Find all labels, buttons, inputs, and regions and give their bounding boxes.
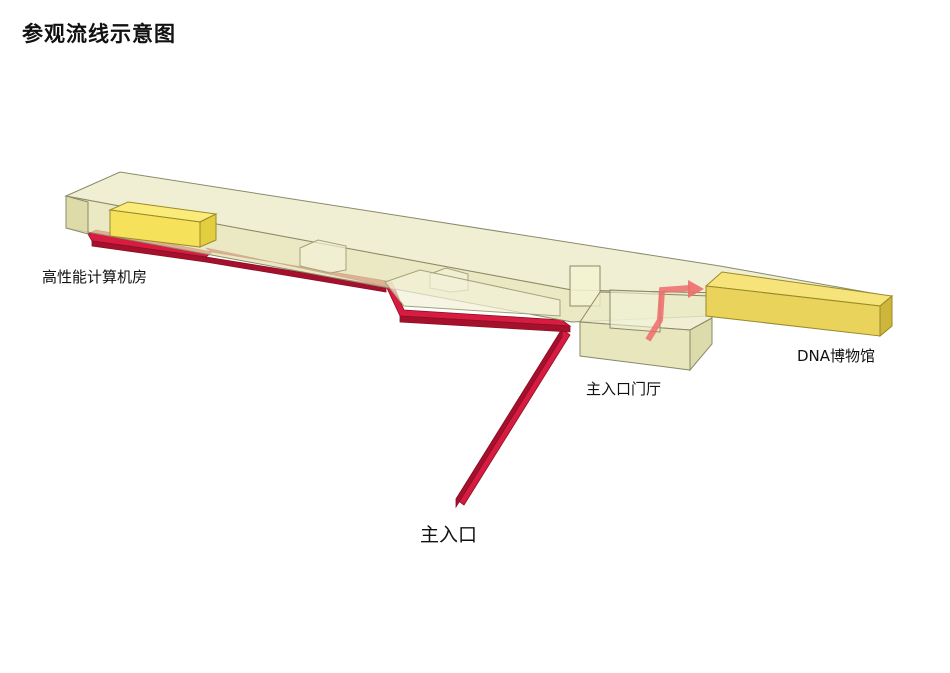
- arrow-shaft: [645, 285, 691, 342]
- route-side-main-entrance: [455, 327, 563, 509]
- label-hpc-room: 高性能计算机房: [42, 268, 147, 286]
- label-main-entrance: 主入口: [420, 524, 477, 546]
- lobby-side: [689, 317, 713, 372]
- label-dna-museum: DNA博物馆: [797, 347, 875, 365]
- route-side-ramp: [399, 315, 571, 333]
- label-main-lobby: 主入口门厅: [586, 380, 661, 398]
- hpc-side: [199, 213, 217, 248]
- building-top-face: [64, 171, 889, 297]
- lobby-inner-wall: [609, 289, 661, 333]
- interior-ramp-wedge: [384, 269, 561, 317]
- route-side-hpc: [91, 240, 207, 263]
- building-west-end: [65, 195, 89, 235]
- dna-museum-volume: [704, 271, 894, 338]
- dna-side: [879, 294, 893, 338]
- arrow-head: [688, 280, 704, 298]
- visitor-route: [87, 229, 572, 509]
- route-arrow: [645, 280, 704, 342]
- interior-volumes: [299, 239, 561, 317]
- main-lobby-volume: [569, 265, 713, 372]
- hpc-room-volume: [108, 201, 218, 248]
- page-title: 参观流线示意图: [22, 22, 176, 46]
- interior-box-1: [299, 239, 347, 274]
